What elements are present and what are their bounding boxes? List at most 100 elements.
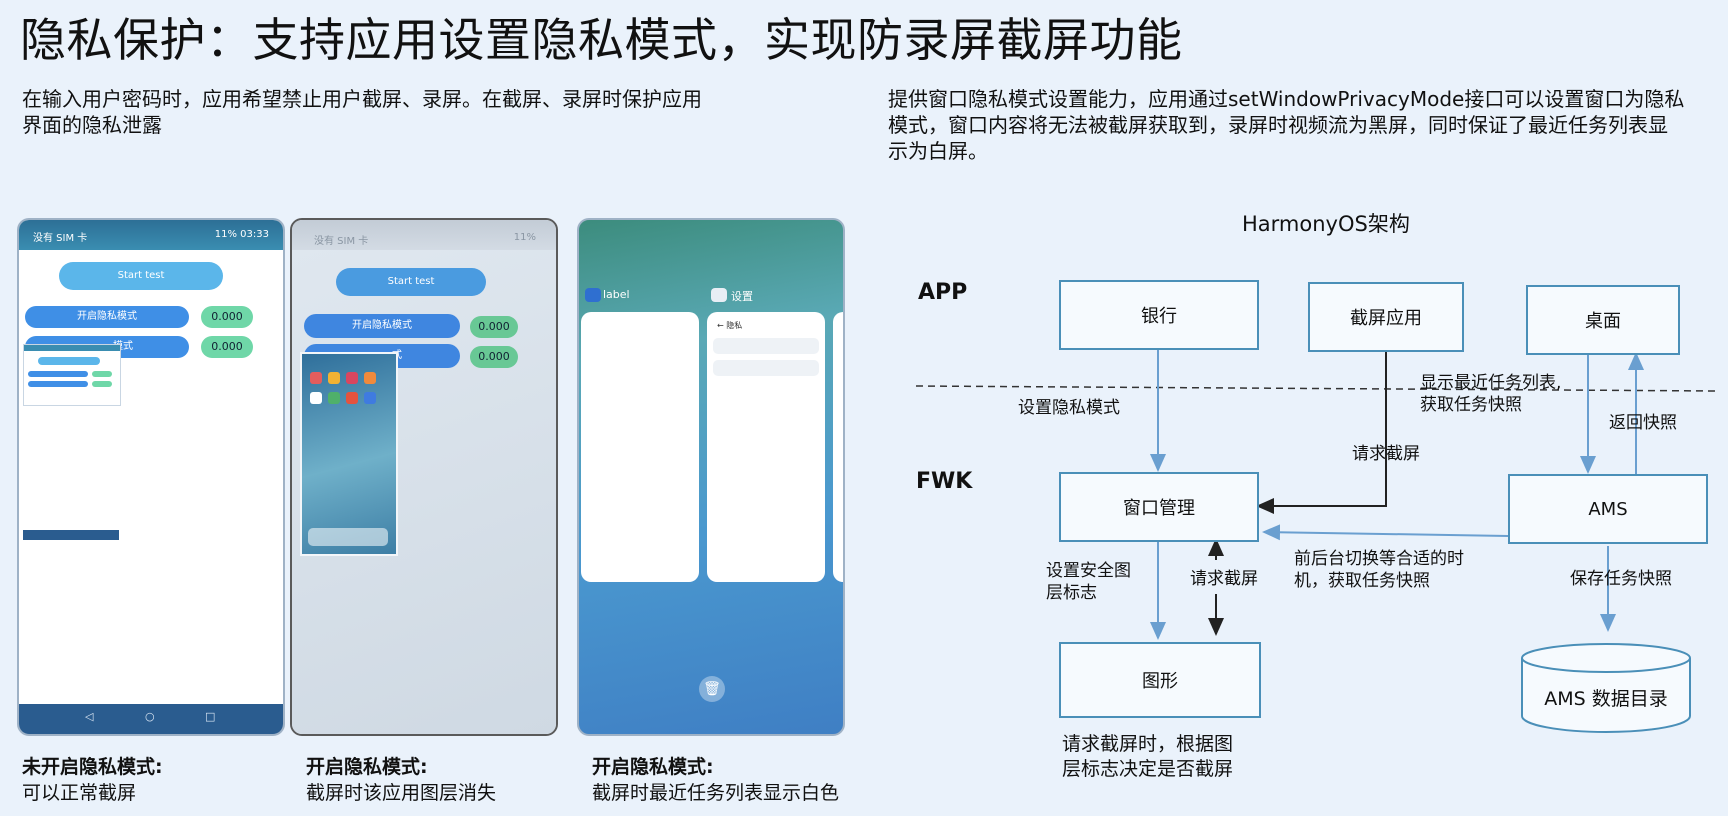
box-graphics: 图形 <box>1059 642 1261 718</box>
settings-icon <box>711 288 727 302</box>
caption-privacy: 开启隐私模式: 截屏时该应用图层消失 <box>306 754 496 806</box>
second-mode-label: 模式 <box>113 341 133 352</box>
delete-all-icon[interactable]: 🗑 <box>699 676 725 702</box>
label-return-snapshot: 返回快照 <box>1609 413 1677 433</box>
caption-title: 未开启隐私模式: <box>22 756 163 778</box>
thumb-statusbar <box>24 345 120 351</box>
start-test-button[interactable]: Start test <box>59 262 223 290</box>
home-icon[interactable]: ○ <box>145 710 155 723</box>
status-carrier: 没有 SIM 卡 <box>33 233 88 244</box>
caption-text: 截屏时该应用图层消失 <box>306 782 497 804</box>
app-icon <box>310 392 322 404</box>
phone-recent-tasks: label 设置 ← 隐私 🗑 <box>577 218 845 736</box>
label-line: 层标志决定是否截屏 <box>1062 758 1234 780</box>
settings-row <box>713 338 819 354</box>
status-battery-time: 11% 03:33 <box>214 229 269 240</box>
box-window-manager: 窗口管理 <box>1059 472 1259 542</box>
box-desktop: 桌面 <box>1526 285 1680 355</box>
back-icon[interactable]: ◁ <box>85 710 94 723</box>
recents-icon[interactable]: □ <box>205 710 216 723</box>
label-switch-snapshot: 前后台切换等合适的时 机，获取任务快照 <box>1294 548 1464 592</box>
dock <box>308 528 388 546</box>
label-save-snapshot: 保存任务快照 <box>1570 569 1672 589</box>
label-set-secure-layer: 设置安全图 层标志 <box>1046 560 1131 604</box>
value-badge: 0.000 <box>470 346 518 368</box>
recent-card-label: label <box>603 288 630 301</box>
thumb-button <box>28 371 88 377</box>
recent-task-card-partial[interactable] <box>833 312 843 582</box>
caption-text: 截屏时最近任务列表显示白色 <box>592 782 840 804</box>
left-description-line: 在输入用户密码时，应用希望禁止用户截屏、录屏。在截屏、录屏时保护应用 <box>22 87 702 111</box>
caption-recent: 开启隐私模式: 截屏时最近任务列表显示白色 <box>592 754 839 806</box>
label-decide-capture: 请求截屏时，根据图 层标志决定是否截屏 <box>1062 732 1233 782</box>
value-badge: 0.000 <box>201 306 253 328</box>
start-test-button[interactable]: Start test <box>336 268 486 296</box>
label-show-recent: 显示最近任务列表, 获取任务快照 <box>1420 372 1561 416</box>
ams-data-cylinder <box>1521 643 1691 733</box>
thumb-button <box>38 357 100 365</box>
app-icon <box>328 392 340 404</box>
label-set-privacy: 设置隐私模式 <box>1018 398 1120 418</box>
label-line: 设置安全图 <box>1046 561 1131 581</box>
recent-card-label: 设置 <box>731 290 753 303</box>
right-description: 提供窗口隐私模式设置能力，应用通过setWindowPrivacyMode接口可… <box>888 86 1718 164</box>
caption-title: 开启隐私模式: <box>592 756 714 778</box>
settings-row <box>713 360 819 376</box>
privacy-mode-button[interactable]: 开启隐私模式 <box>25 306 189 328</box>
left-description-line: 界面的隐私泄露 <box>22 113 162 137</box>
status-bar: 没有 SIM 卡 11% 03:33 <box>19 220 283 250</box>
settings-header: ← 隐私 <box>717 321 743 330</box>
recent-task-card-settings[interactable]: ← 隐私 <box>707 312 825 582</box>
layer-label-app: APP <box>918 280 968 305</box>
screenshot-thumbnail <box>23 344 121 406</box>
status-battery: 11% <box>513 232 536 243</box>
right-description-line: 模式，窗口内容将无法被截屏获取到，录屏时视频流为黑屏，同时保证了最近任务列表显 <box>888 113 1668 137</box>
phone-screenshot-privacy: 没有 SIM 卡 11% Start test 开启隐私模式 0.000 式 0… <box>290 218 558 736</box>
right-description-line: 示为白屏。 <box>888 139 988 163</box>
box-ams: AMS <box>1508 474 1708 544</box>
page-title: 隐私保护：支持应用设置隐私模式，实现防录屏截屏功能 <box>20 13 1183 67</box>
phone-screenshot-normal: 没有 SIM 卡 11% 03:33 Start test 开启隐私模式 0.0… <box>17 218 285 736</box>
status-carrier: 没有 SIM 卡 <box>314 236 369 247</box>
thumb-button <box>28 381 88 387</box>
thumb-value <box>92 371 112 377</box>
status-bar: 没有 SIM 卡 11% <box>292 220 556 250</box>
recent-task-card-private[interactable] <box>581 312 699 582</box>
thumb-navbar <box>23 530 119 540</box>
right-description-line: 提供窗口隐私模式设置能力，应用通过setWindowPrivacyMode接口可… <box>888 87 1685 111</box>
ams-data-label: AMS 数据目录 <box>1544 688 1668 710</box>
label-line: 前后台切换等合适的时 <box>1294 549 1464 569</box>
label-line: 层标志 <box>1046 583 1097 603</box>
desktop-thumbnail <box>300 352 398 556</box>
app-icon <box>364 392 376 404</box>
layer-label-fwk: FWK <box>916 469 973 494</box>
box-bank: 银行 <box>1059 280 1259 350</box>
navigation-bar: ◁ ○ □ <box>19 704 283 734</box>
privacy-mode-button[interactable]: 开启隐私模式 <box>304 314 460 338</box>
arrow-switch-snapshot <box>1262 524 1509 541</box>
label-line: 机，获取任务快照 <box>1294 571 1430 591</box>
diagram-title: HarmonyOS架构 <box>1242 212 1410 236</box>
app-icon <box>346 392 358 404</box>
label-line: 获取任务快照 <box>1420 395 1522 415</box>
app-icon <box>364 372 376 384</box>
app-icon <box>328 372 340 384</box>
arrow-request-capture <box>1256 334 1394 514</box>
layer-divider <box>915 385 1719 392</box>
left-description: 在输入用户密码时，应用希望禁止用户截屏、录屏。在截屏、录屏时保护应用 界面的隐私… <box>22 86 782 138</box>
app-icon <box>585 288 601 302</box>
value-badge: 0.000 <box>470 316 518 338</box>
label-request-capture: 请求截屏 <box>1352 444 1420 464</box>
label-request-capture-2: 请求截屏 <box>1190 569 1258 589</box>
caption-title: 开启隐私模式: <box>306 756 428 778</box>
label-line: 请求截屏时，根据图 <box>1062 733 1234 755</box>
box-screenshot-app: 截屏应用 <box>1308 282 1464 352</box>
caption-normal: 未开启隐私模式: 可以正常截屏 <box>22 754 163 806</box>
app-icon <box>310 372 322 384</box>
caption-text: 可以正常截屏 <box>22 782 137 804</box>
app-icon <box>346 372 358 384</box>
label-line: 显示最近任务列表, <box>1420 373 1562 393</box>
value-badge: 0.000 <box>201 336 253 358</box>
thumb-value <box>92 381 112 387</box>
